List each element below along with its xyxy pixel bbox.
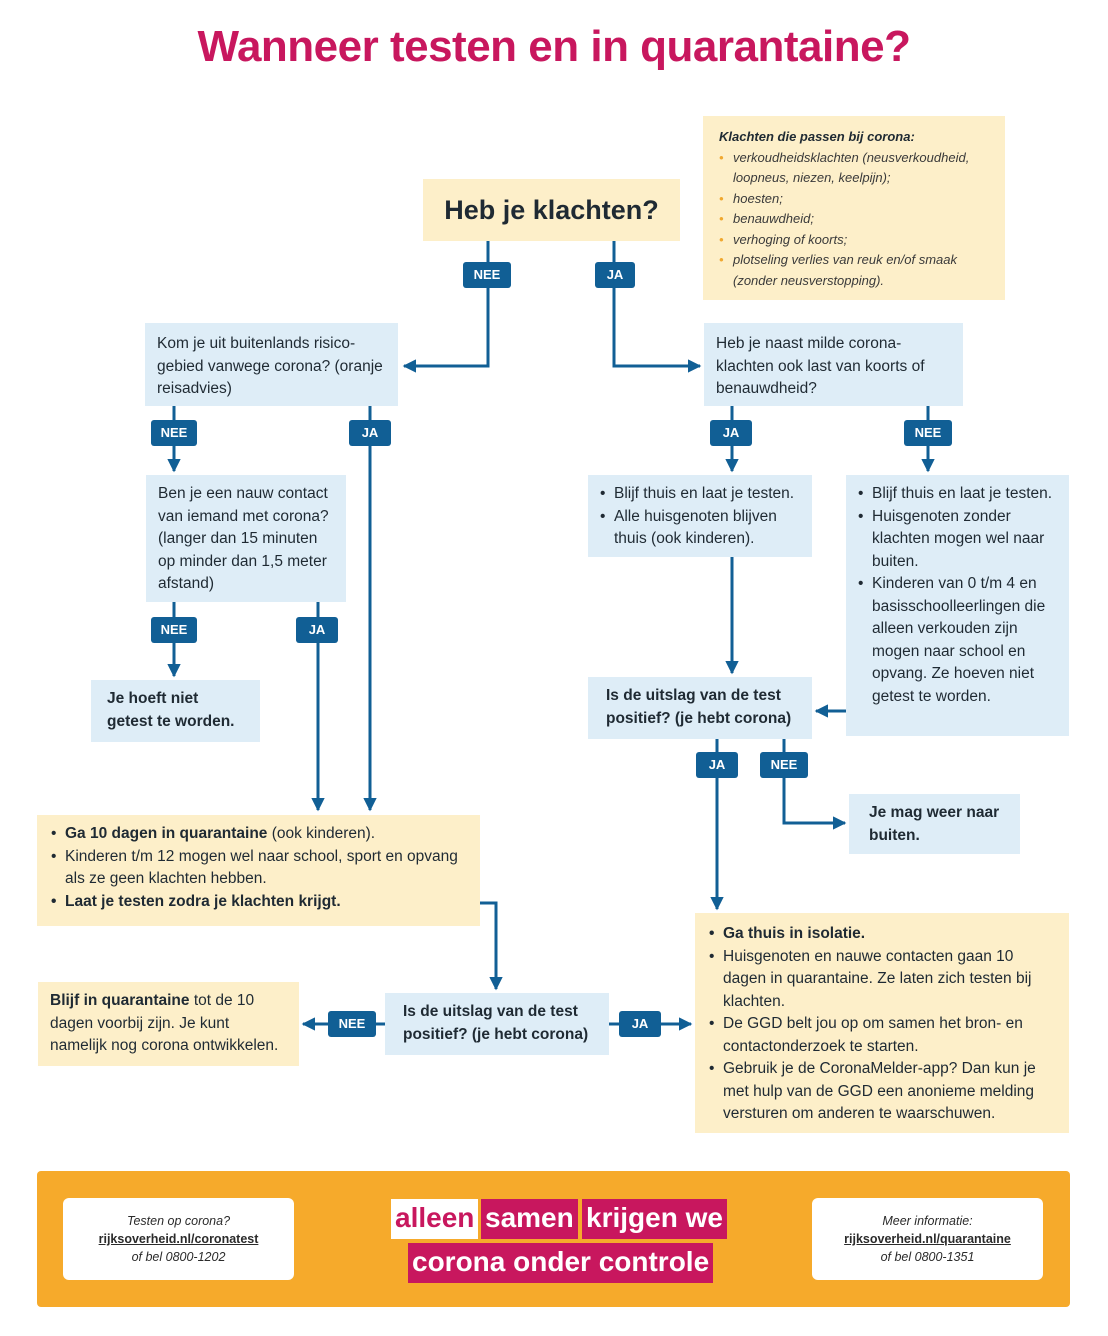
no-test-needed-box: Je hoeft niet getest te worden. bbox=[91, 680, 260, 742]
isolation-item: Ga thuis in isolatie. bbox=[707, 923, 1057, 946]
complaints-heading: Klachten die passen bij corona: bbox=[719, 129, 915, 144]
yes-tag: JA bbox=[619, 1011, 661, 1037]
complaints-box: Klachten die passen bij corona: verkoudh… bbox=[703, 116, 1005, 300]
quarantine-info-label: Meer informatie: bbox=[882, 1214, 973, 1228]
isolation-item: Huisgenoten en nauwe contacten gaan 10 d… bbox=[707, 946, 1057, 1014]
complaint-item: hoesten; bbox=[719, 189, 991, 210]
yes-tag: JA bbox=[595, 262, 635, 288]
isolation-item: De GGD belt jou op om samen het bron- en… bbox=[707, 1013, 1057, 1058]
yes-tag: JA bbox=[696, 752, 738, 778]
no-tag: NEE bbox=[328, 1011, 376, 1037]
stay-test-item: Huisgenoten zonder klachten mogen wel na… bbox=[856, 506, 1059, 574]
arrow-main-yes bbox=[612, 241, 702, 373]
complaint-item: verkoudheidsklachten (neusverkoudheid, l… bbox=[719, 148, 991, 189]
complaint-item: plotseling verlies van reuk en/of smaak … bbox=[719, 250, 991, 291]
complaint-item: verhoging of koorts; bbox=[719, 230, 991, 251]
slogan-word: alleen bbox=[391, 1199, 479, 1239]
quarantine-info-card: Meer informatie: rijksoverheid.nl/quaran… bbox=[812, 1198, 1043, 1280]
quarantine-info-link[interactable]: rijksoverheid.nl/quarantaine bbox=[844, 1232, 1011, 1246]
slogan-word: corona onder controle bbox=[408, 1243, 714, 1283]
quarantine-item: Kinderen t/m 12 mogen wel naar school, s… bbox=[49, 846, 468, 891]
main-question-box: Heb je klachten? bbox=[423, 179, 680, 241]
close-contact-question: Ben je een nauw contact van iemand met c… bbox=[146, 475, 346, 602]
stay-test-item: Blijf thuis en laat je testen. bbox=[598, 483, 802, 506]
slogan-word: samen bbox=[481, 1199, 578, 1239]
quarantine-item: Ga 10 dagen in quarantaine (ook kinderen… bbox=[49, 823, 468, 846]
stay-test-item: Alle huisgenoten blijven thuis (ook kind… bbox=[598, 506, 802, 551]
page-title: Wanneer testen en in quarantaine? bbox=[197, 22, 911, 71]
quarantine-item: Laat je testen zodra je klachten krijgt. bbox=[49, 891, 468, 914]
coronatest-link[interactable]: rijksoverheid.nl/coronatest bbox=[98, 1232, 259, 1246]
no-tag: NEE bbox=[760, 752, 808, 778]
quarantine-box: Ga 10 dagen in quarantaine (ook kinderen… bbox=[37, 815, 480, 926]
coronatest-phone: of bel 0800-1202 bbox=[131, 1250, 226, 1264]
slogan-word: krijgen we bbox=[582, 1199, 727, 1239]
stay-home-test-box: Blijf thuis en laat je testen. Alle huis… bbox=[588, 475, 812, 557]
coronatest-card: Testen op corona? rijksoverheid.nl/coron… bbox=[63, 1198, 294, 1280]
test-result-question-left: Is de uitslag van de test positief? (je … bbox=[385, 993, 609, 1055]
yes-tag: JA bbox=[296, 617, 338, 643]
risk-area-question: Kom je uit buitenlands risico-gebied van… bbox=[145, 323, 398, 406]
yes-tag: JA bbox=[710, 420, 752, 446]
go-outside-box: Je mag weer naar buiten. bbox=[849, 794, 1020, 854]
stay-quarantine-box: Blijf in quarantaine tot de 10 dagen voo… bbox=[38, 982, 299, 1066]
footer-banner: Testen op corona? rijksoverheid.nl/coron… bbox=[37, 1171, 1070, 1307]
coronatest-label: Testen op corona? bbox=[126, 1214, 231, 1228]
isolation-box: Ga thuis in isolatie. Huisgenoten en nau… bbox=[695, 913, 1069, 1133]
complaint-item: benauwdheid; bbox=[719, 209, 991, 230]
stay-home-test-box-2: Blijf thuis en laat je testen. Huisgenot… bbox=[846, 475, 1069, 736]
quarantine-info-phone: of bel 0800-1351 bbox=[880, 1250, 975, 1264]
no-tag: NEE bbox=[463, 262, 511, 288]
mild-complaints-question: Heb je naast milde corona-klachten ook l… bbox=[704, 323, 963, 406]
main-question-text: Heb je klachten? bbox=[444, 194, 659, 225]
no-tag: NEE bbox=[904, 420, 952, 446]
stay-test-item: Kinderen van 0 t/m 4 en basisschoolleerl… bbox=[856, 573, 1059, 708]
no-tag: NEE bbox=[151, 617, 197, 643]
isolation-item: Gebruik je de CoronaMelder-app? Dan kun … bbox=[707, 1058, 1057, 1126]
no-tag: NEE bbox=[151, 420, 197, 446]
test-result-question-right: Is de uitslag van de test positief? (je … bbox=[588, 677, 812, 739]
arrow-main-no bbox=[402, 241, 490, 373]
stay-test-item: Blijf thuis en laat je testen. bbox=[856, 483, 1059, 506]
yes-tag: JA bbox=[349, 420, 391, 446]
